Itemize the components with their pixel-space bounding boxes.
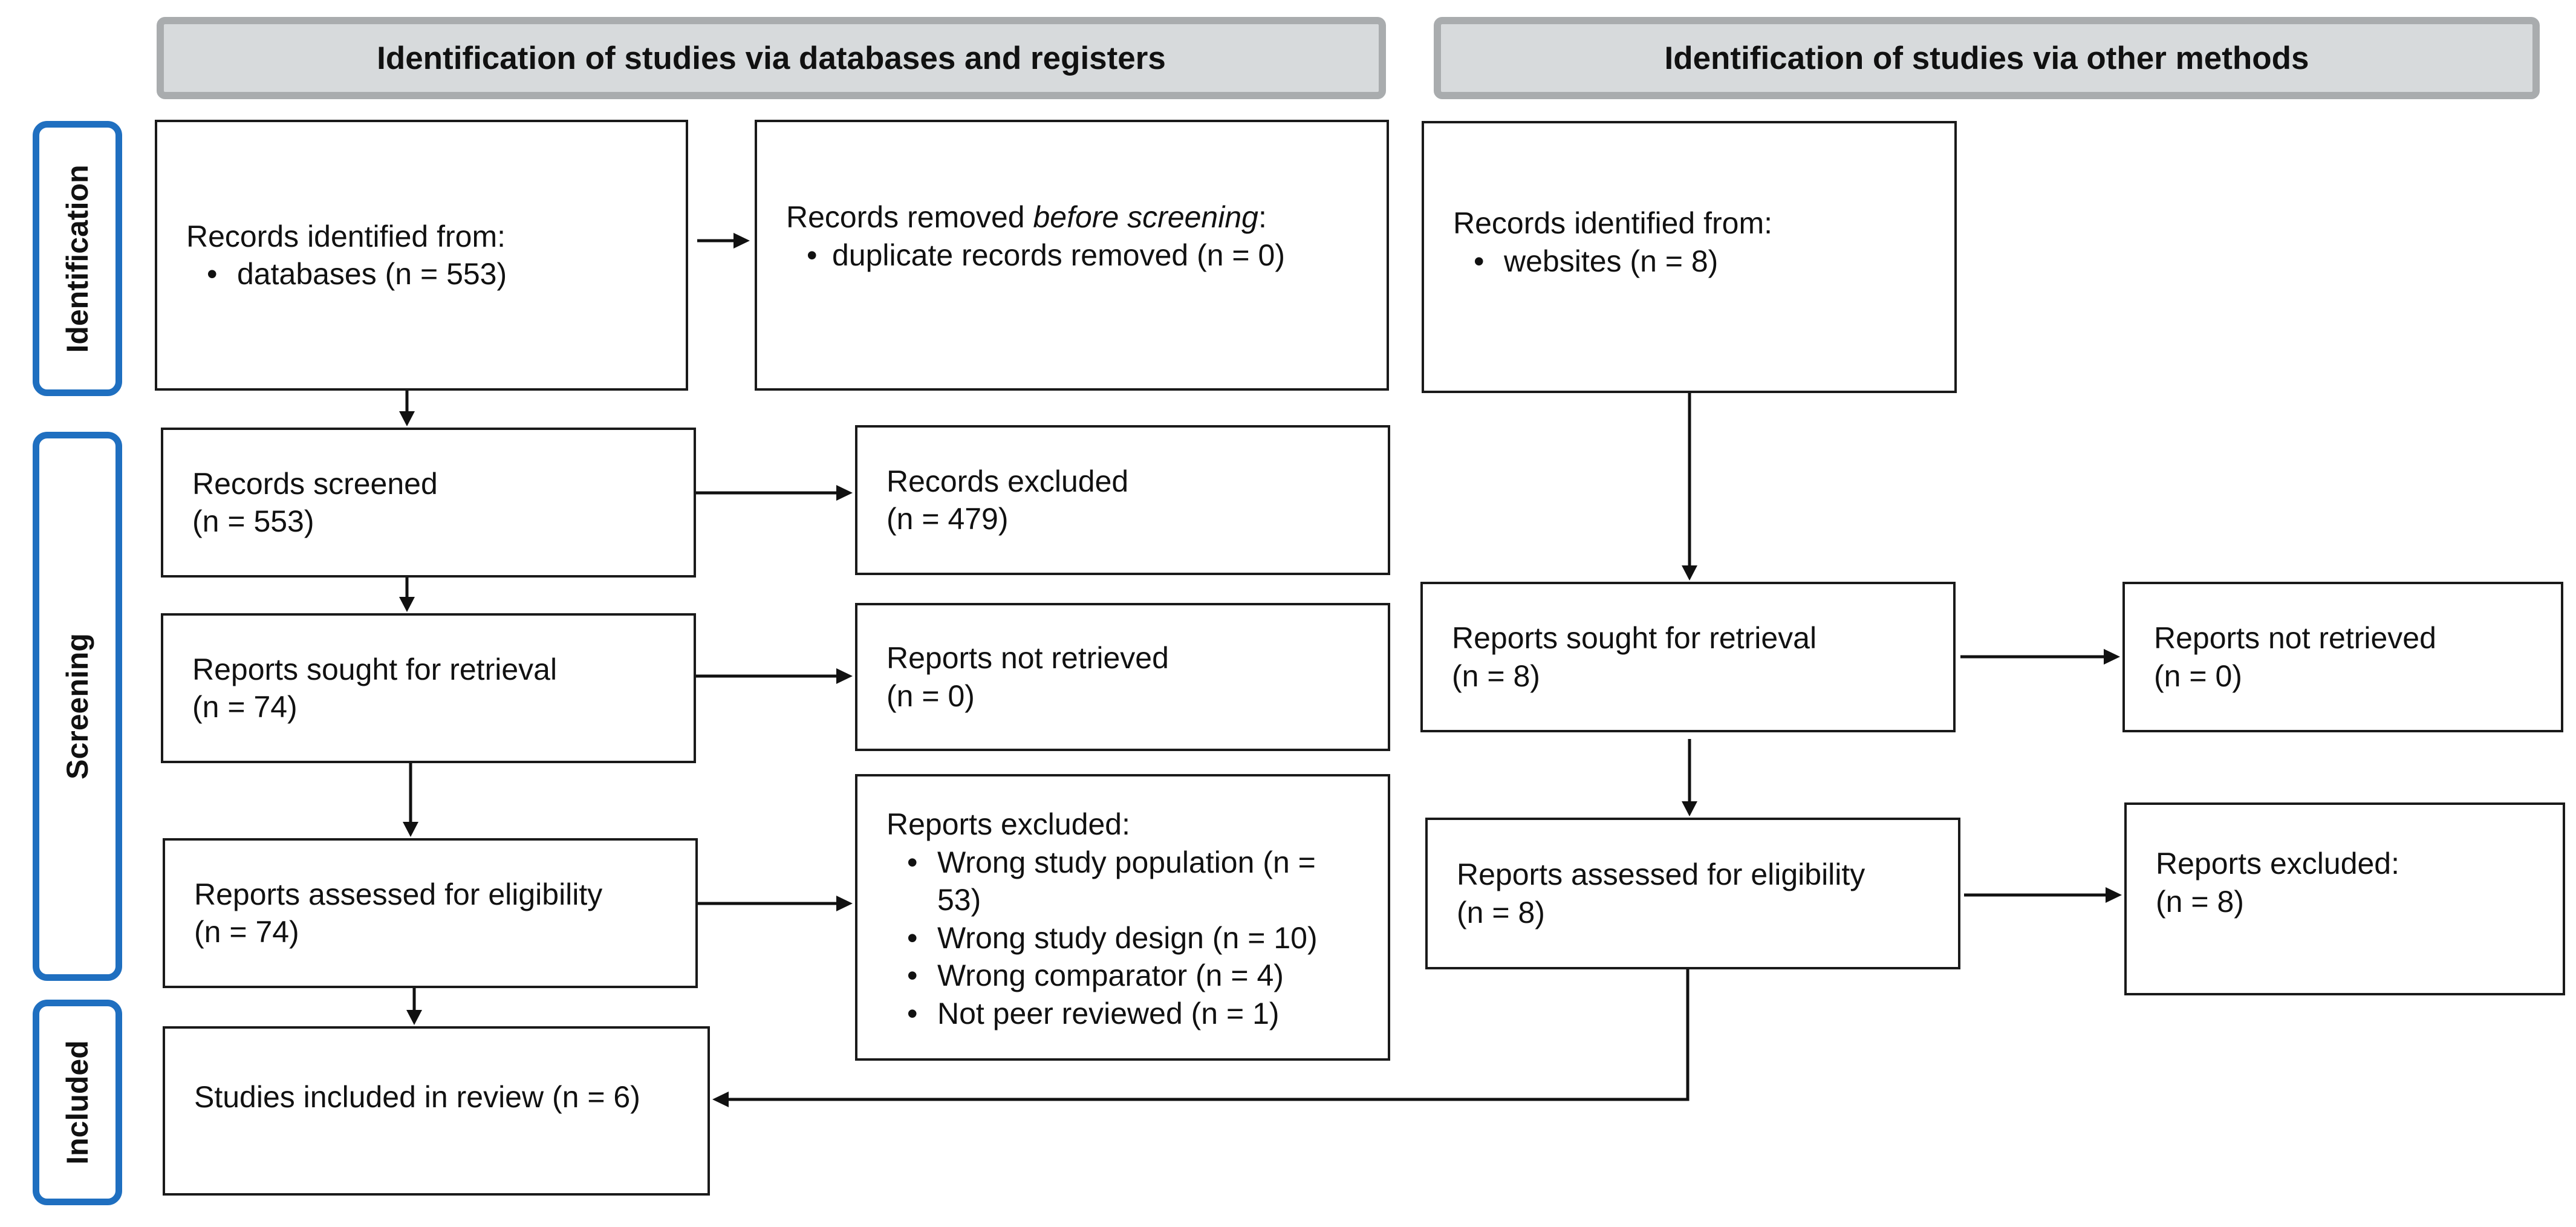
other-reports-sought-box: Reports sought for retrieval (n = 8) <box>1420 582 1956 732</box>
other-identified-item: websites (n = 8) <box>1453 242 1954 281</box>
db-records-identified-box: Records identified from: databases (n = … <box>155 120 688 391</box>
db-assessed-count: (n = 74) <box>194 915 299 949</box>
header-other-methods: Identification of studies via other meth… <box>1434 17 2540 99</box>
arrowhead-screened-to-sought <box>399 597 415 612</box>
other-reports-not-retrieved-box: Reports not retrieved (n = 0) <box>2122 582 2563 732</box>
db-records-excluded-box: Records excluded (n = 479) <box>855 425 1390 575</box>
stage-identification: Identification <box>33 121 122 396</box>
db-removed-title: Records removed before screening: <box>786 198 1387 236</box>
arrowhead-other-assessed-to-excluded <box>2106 887 2122 903</box>
db-reports-excluded-title: Reports excluded: <box>886 807 1131 841</box>
db-removed-title-emphasis: before screening <box>1033 200 1258 234</box>
db-reports-excluded-item: Wrong study design (n = 10) <box>886 919 1364 957</box>
other-not-retrieved-title: Reports not retrieved <box>2154 621 2436 655</box>
stage-included: Included <box>33 1000 122 1205</box>
db-reports-not-retrieved-box: Reports not retrieved (n = 0) <box>855 603 1390 751</box>
arrowhead-other-sought-to-not-retrieved <box>2104 649 2120 665</box>
arrowhead-other-assessed-to-included <box>712 1092 729 1107</box>
header-other-text: Identification of studies via other meth… <box>1664 40 2309 76</box>
other-sought-count: (n = 8) <box>1452 659 1540 693</box>
db-not-retrieved-title: Reports not retrieved <box>886 641 1169 675</box>
other-sought-title: Reports sought for retrieval <box>1452 621 1817 655</box>
stage-screening-text: Screening <box>60 633 94 779</box>
db-excluded-count: (n = 479) <box>886 502 1009 536</box>
other-reports-assessed-box: Reports assessed for eligibility (n = 8) <box>1425 818 1960 969</box>
db-removed-list: duplicate records removed (n = 0) <box>786 236 1387 275</box>
other-assessed-title: Reports assessed for eligibility <box>1457 858 1865 891</box>
other-records-identified-box: Records identified from: websites (n = 8… <box>1422 121 1957 393</box>
arrowhead-other-identified-to-sought <box>1682 565 1697 581</box>
db-sought-count: (n = 74) <box>192 690 298 724</box>
other-excluded-title: Reports excluded: <box>2156 847 2400 880</box>
stage-screening: Screening <box>33 432 122 981</box>
db-reports-excluded-box: Reports excluded: Wrong study population… <box>855 774 1390 1061</box>
db-screened-title: Records screened <box>192 466 438 501</box>
arrowhead-identified-to-removed <box>733 233 750 249</box>
db-identified-title: Records identified from: <box>186 219 506 253</box>
db-reports-sought-box: Reports sought for retrieval (n = 74) <box>161 613 696 763</box>
db-reports-excluded-item: Not peer reviewed (n = 1) <box>886 995 1364 1033</box>
arrowhead-assessed-to-included <box>406 1010 422 1025</box>
db-screened-count: (n = 553) <box>192 504 314 538</box>
db-removed-item: duplicate records removed (n = 0) <box>786 236 1387 275</box>
arrowhead-sought-to-assessed <box>403 822 418 837</box>
other-reports-excluded-box: Reports excluded: (n = 8) <box>2124 802 2565 995</box>
arrowhead-sought-to-not-retrieved <box>836 668 853 684</box>
db-studies-included-box: Studies included in review (n = 6) <box>163 1026 710 1196</box>
db-included-title: Studies included in review (n = 6) <box>194 1080 640 1114</box>
db-reports-excluded-list: Wrong study population (n = 53) Wrong st… <box>886 844 1364 1033</box>
db-removed-title-suffix: : <box>1258 200 1267 234</box>
stage-included-text: Included <box>60 1040 94 1165</box>
db-identified-item: databases (n = 553) <box>186 255 686 293</box>
db-records-removed-box: Records removed before screening: duplic… <box>755 120 1389 391</box>
arrowhead-identified-to-screened <box>399 411 415 426</box>
stage-identification-text: Identification <box>60 164 94 353</box>
db-removed-title-prefix: Records removed <box>786 200 1033 234</box>
db-assessed-title: Reports assessed for eligibility <box>194 877 603 911</box>
header-databases-text: Identification of studies via databases … <box>377 40 1166 76</box>
other-not-retrieved-count: (n = 0) <box>2154 659 2242 693</box>
other-assessed-count: (n = 8) <box>1457 895 1545 929</box>
db-reports-assessed-box: Reports assessed for eligibility (n = 74… <box>163 838 698 988</box>
arrowhead-assessed-to-reports-excluded <box>836 896 853 911</box>
db-excluded-title: Records excluded <box>886 464 1129 498</box>
db-sought-title: Reports sought for retrieval <box>192 652 558 686</box>
db-not-retrieved-count: (n = 0) <box>886 679 975 713</box>
other-excluded-count: (n = 8) <box>2156 884 2244 919</box>
arrowhead-screened-to-excluded <box>836 485 853 501</box>
header-databases: Identification of studies via databases … <box>157 17 1386 99</box>
db-reports-excluded-item: Wrong comparator (n = 4) <box>886 957 1364 995</box>
db-reports-excluded-item: Wrong study population (n = 53) <box>886 844 1364 919</box>
arrowhead-other-sought-to-assessed <box>1682 801 1697 816</box>
other-identified-list: websites (n = 8) <box>1453 242 1954 281</box>
db-records-screened-box: Records screened (n = 553) <box>161 428 696 578</box>
db-identified-list: databases (n = 553) <box>186 255 686 293</box>
other-identified-title: Records identified from: <box>1453 206 1773 240</box>
